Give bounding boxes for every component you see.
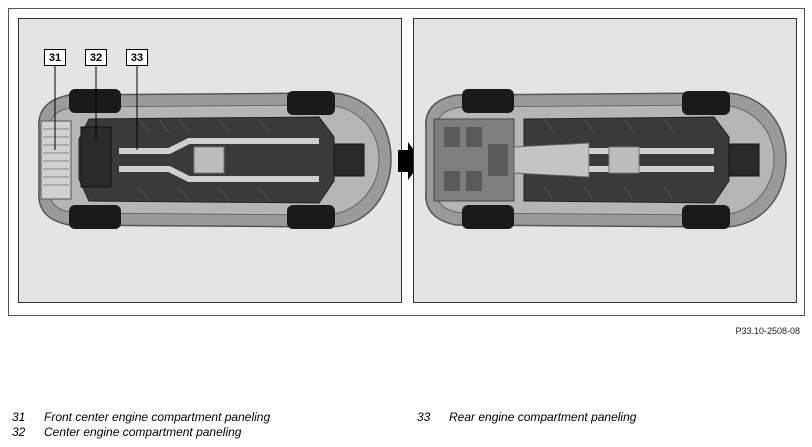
callout-31: 31 [44,49,66,66]
underbody-with-paneling [18,18,402,303]
arrow-right-icon [398,142,422,180]
legend-column-2: 33 Rear engine compartment paneling [417,410,636,425]
legend-item: 31 Front center engine compartment paneli… [12,410,270,425]
legend-item: 32 Center engine compartment paneling [12,425,270,440]
callout-33: 33 [126,49,148,66]
figure-reference: P33.10-2508-08 [735,326,800,336]
legend-text: Center engine compartment paneling [44,425,242,439]
legend-number: 32 [12,425,26,439]
car-underbody-exposed-illustration [425,89,787,229]
legend-column-1: 31 Front center engine compartment paneli… [12,410,270,440]
underbody-without-paneling [413,18,797,303]
legend-number: 31 [12,410,26,424]
callout-32: 32 [85,49,107,66]
legend-item: 33 Rear engine compartment paneling [417,410,636,425]
legend-text: Front center engine compartment paneling [44,410,271,424]
legend-number: 33 [417,410,431,424]
legend-text: Rear engine compartment paneling [449,410,637,424]
car-underbody-paneled-illustration [38,89,392,229]
